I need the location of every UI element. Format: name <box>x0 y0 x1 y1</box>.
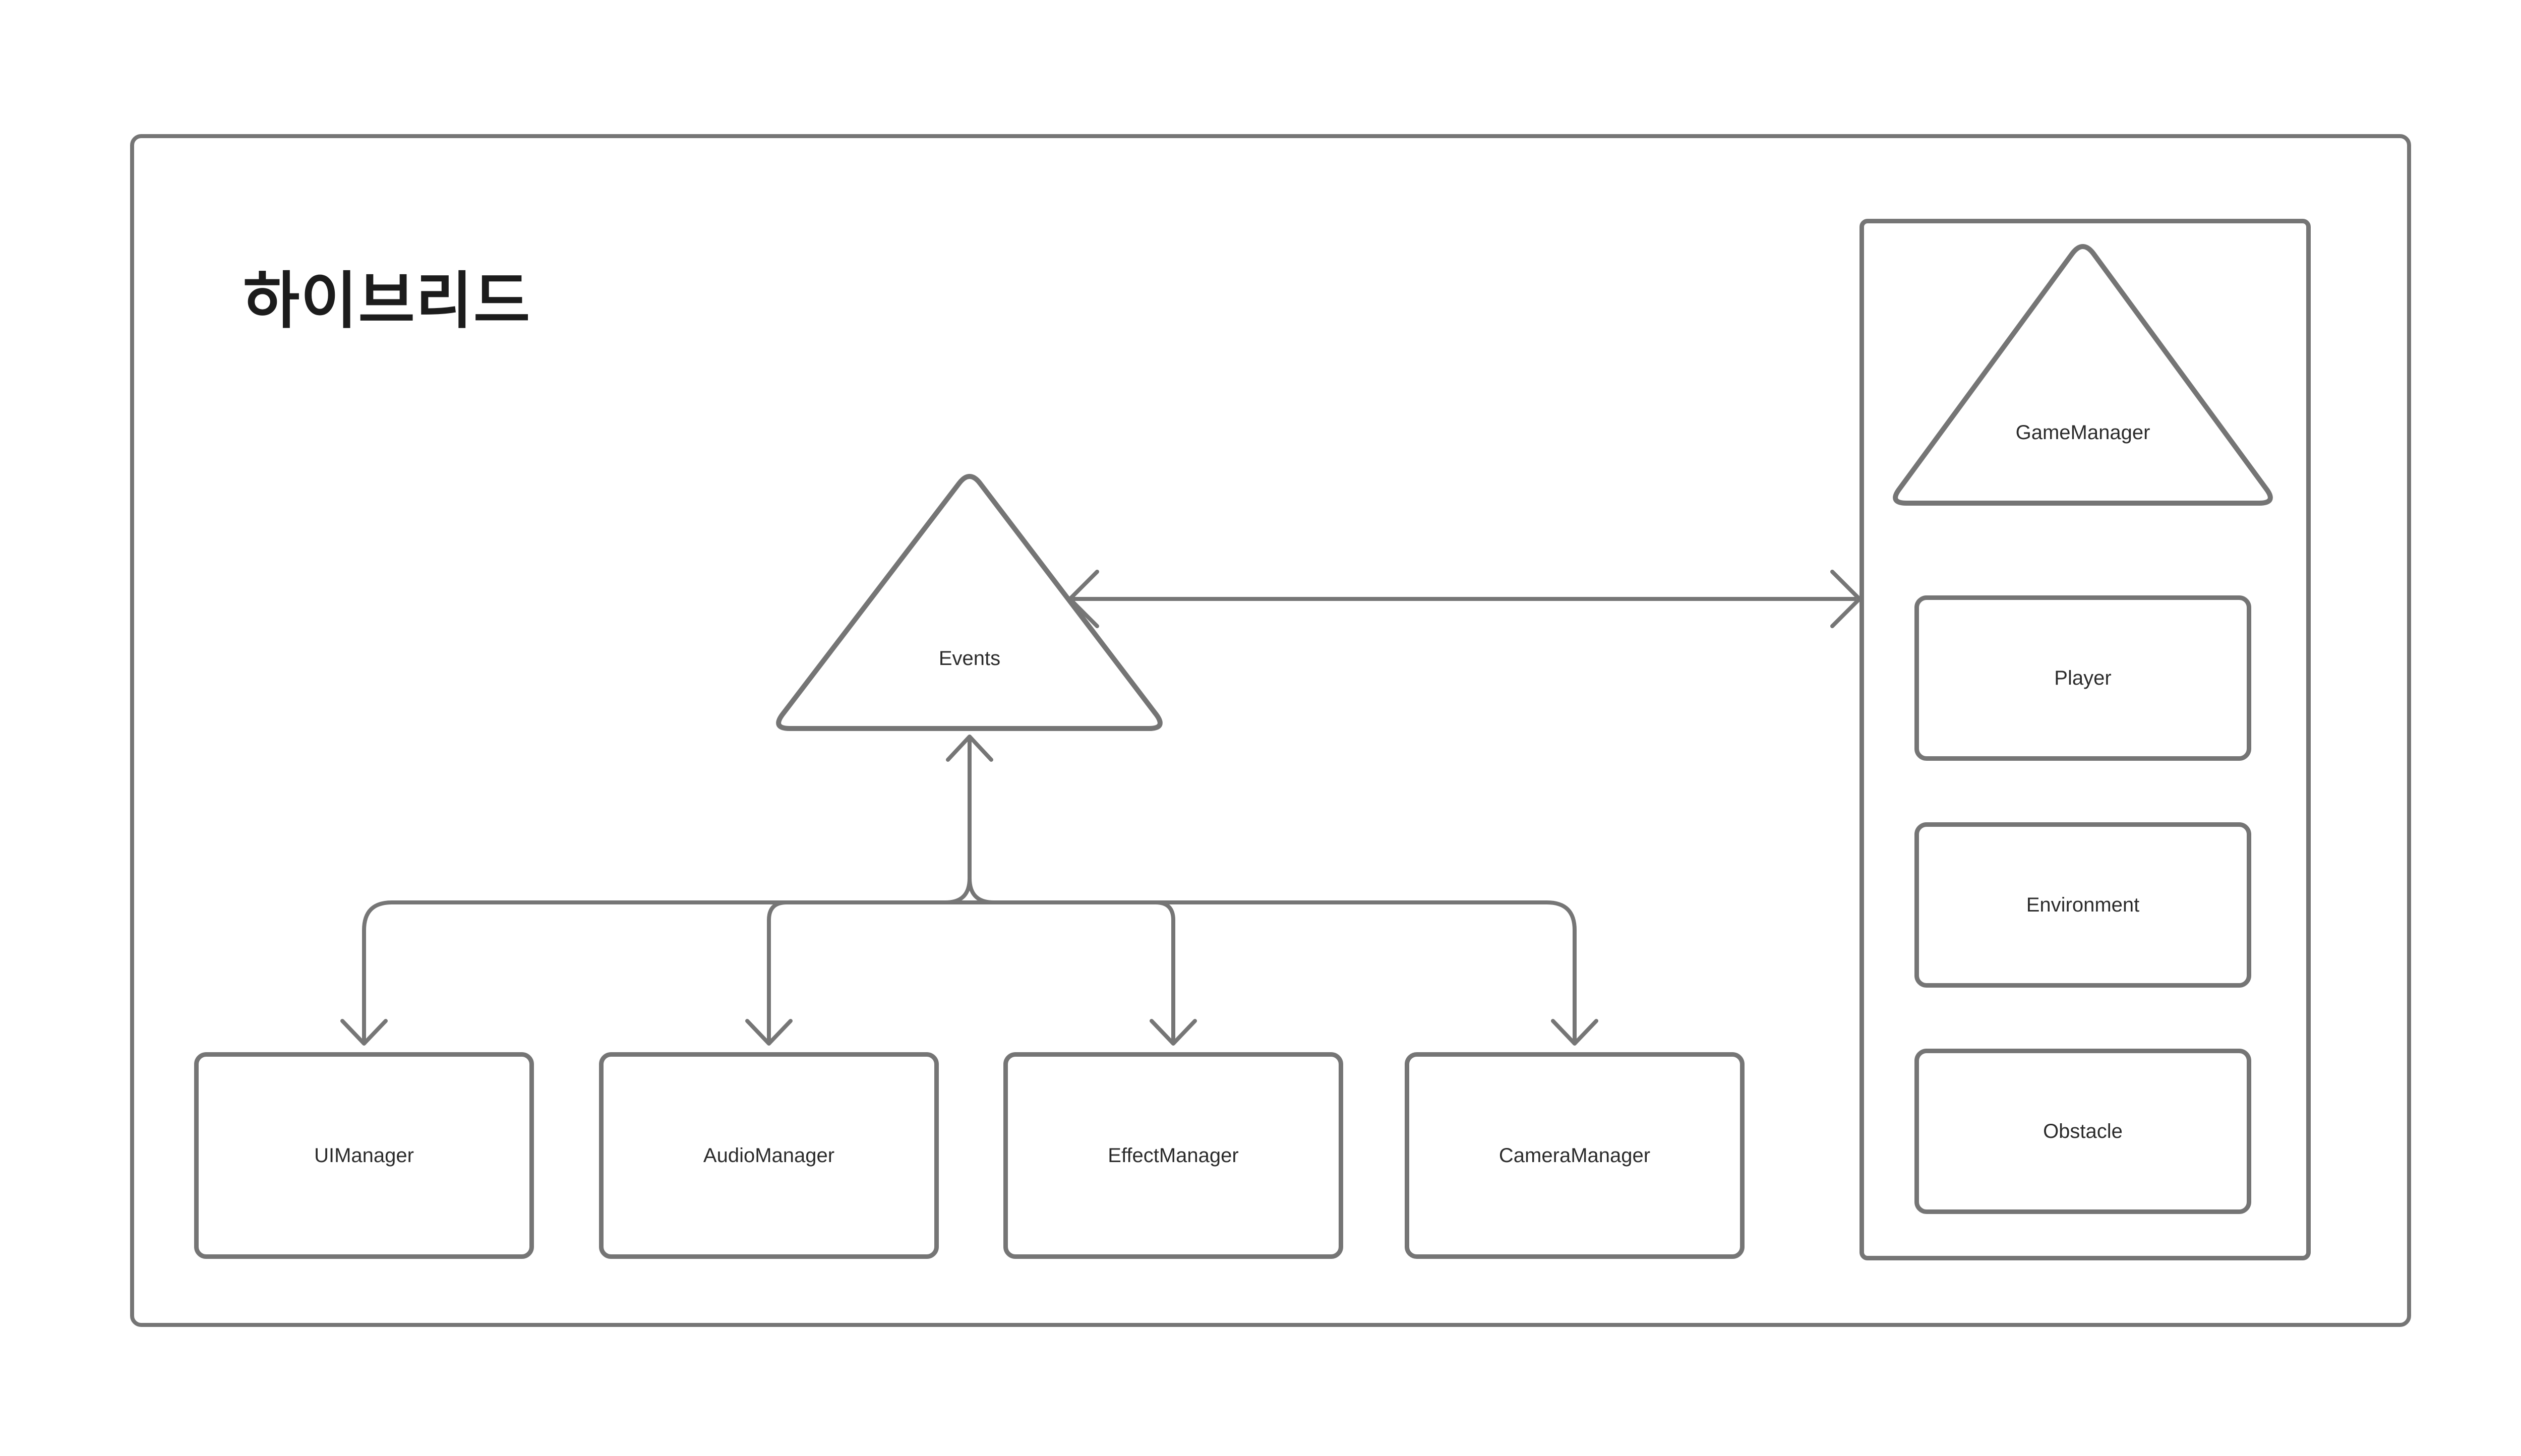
arrowhead-down-uimanager <box>340 1019 388 1046</box>
effectmanager-label: EffectManager <box>1108 1144 1239 1167</box>
obstacle-label: Obstacle <box>2043 1120 2123 1142</box>
obstacle-box: Obstacle <box>1914 1049 2251 1214</box>
gamemanager-label: GameManager <box>2015 421 2150 444</box>
gamemanager-triangle <box>1893 244 2273 506</box>
audiomanager-box: AudioManager <box>599 1052 939 1259</box>
events-stem-flare-left <box>943 876 972 904</box>
events-stem-flare-right <box>968 876 996 904</box>
cameramanager-label: CameraManager <box>1498 1144 1651 1167</box>
events-to-panel-arrowhead-left <box>1068 570 1099 628</box>
drop-audiomanager <box>767 900 789 1042</box>
arrowhead-down-cameramanager <box>1551 1019 1598 1046</box>
player-box: Player <box>1914 595 2251 761</box>
arrowhead-down-audiomanager <box>745 1019 793 1046</box>
events-label: Events <box>938 647 1001 670</box>
branch-rail <box>362 900 1577 1042</box>
audiomanager-label: AudioManager <box>703 1144 835 1167</box>
cameramanager-box: CameraManager <box>1405 1052 1745 1259</box>
events-stem-arrowhead-up <box>946 735 993 762</box>
environment-label: Environment <box>2026 893 2140 916</box>
diagram-title: 하이브리드 <box>243 267 531 335</box>
uimanager-box: UIManager <box>194 1052 534 1259</box>
arrowhead-down-effectmanager <box>1150 1019 1197 1046</box>
environment-box: Environment <box>1914 822 2251 988</box>
events-triangle <box>776 474 1163 731</box>
uimanager-label: UIManager <box>314 1144 414 1167</box>
game-objects-panel <box>1859 219 2311 1260</box>
drop-effectmanager <box>1154 900 1175 1042</box>
effectmanager-box: EffectManager <box>1003 1052 1343 1259</box>
outer-frame <box>130 134 2411 1327</box>
player-label: Player <box>2054 666 2112 689</box>
